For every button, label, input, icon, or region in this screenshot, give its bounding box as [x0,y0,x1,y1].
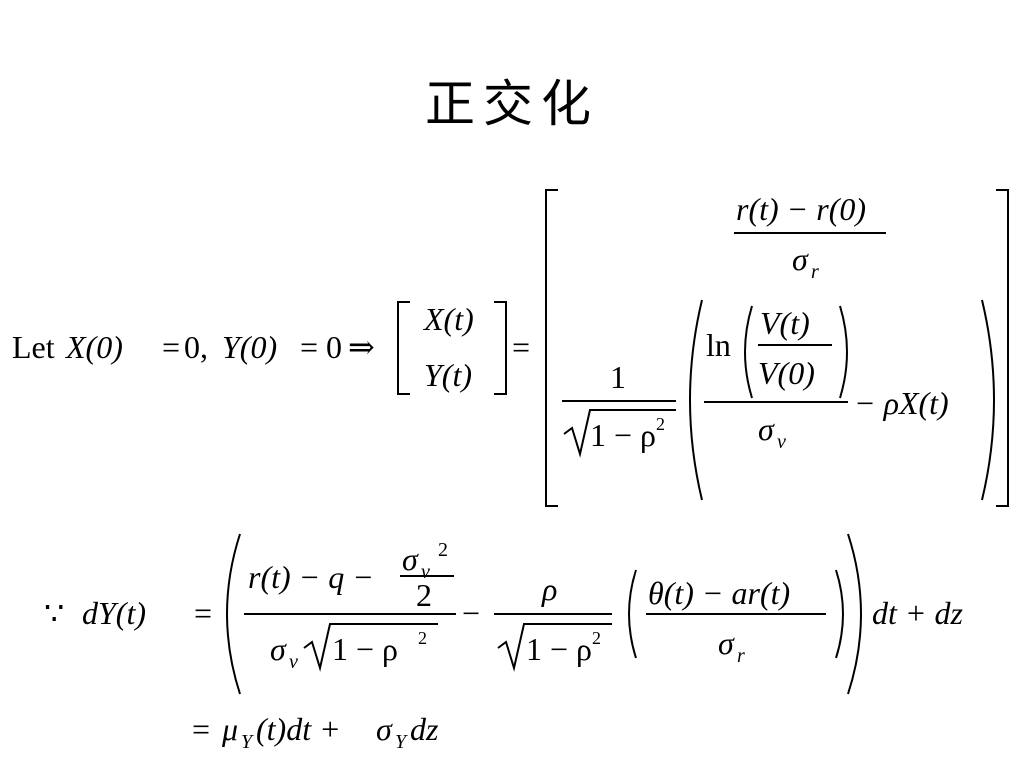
sv2-denominator: 2 [416,577,432,613]
eq2-tail: dt + dz [872,595,963,631]
eq3-equals: = [192,711,210,747]
theta-den-sub: r [737,645,745,667]
sigma-v: σ [758,411,775,447]
rho-numerator: ρ [541,571,557,607]
eq1-equals-b: = [300,329,318,365]
v-denominator: V(0) [758,355,815,391]
rho-x-term: − ρX(t) [854,385,949,421]
vector-x: X(t) [422,301,474,337]
rho-sqrt-sign [497,623,612,672]
eq3-end: dz [410,711,439,747]
dy-term: dY(t) [82,595,146,631]
eq1-equals-a: = [162,329,180,365]
vector-y: Y(t) [424,357,472,393]
rho-sqrt-exp: 2 [592,628,601,648]
sqrt-body: 1 − ρ [590,417,656,453]
because-symbol: ∵ [44,595,64,631]
num1-text: r(t) − q − [248,559,374,595]
eq3-mid: (t)dt + [256,711,341,747]
den1-sqrt-exp: 2 [418,628,427,648]
slide-title: 正交化 [425,75,599,133]
outer-right-paren [981,299,995,501]
den1-sqrt-sign [303,623,438,672]
equation-3: = μ Y (t)dt + σ Y dz [192,711,439,753]
top-numerator: r(t) − r(0) [736,191,866,227]
outer-left-paren [689,299,703,501]
den1-sigma: σ [270,631,287,667]
mu-symbol: μ [221,711,238,747]
theta-right-paren [835,569,844,659]
rho-sqrt-body: 1 − ρ [526,631,592,667]
y0-term: Y(0) [222,329,277,365]
vector-right-bracket [494,301,507,395]
sigma-v-sub: v [777,431,786,453]
top-denominator-sigma: σ [792,241,809,277]
eq2-right-paren [847,533,862,695]
eq2-minus: − [462,595,480,631]
vector-left-bracket [397,301,410,395]
v-numerator: V(t) [760,305,810,341]
ln-word: ln [706,327,731,363]
equation-1: Let X(0) = 0, Y(0) = 0 ⇒ X(t) Y(t) = r(t… [12,189,1009,507]
eq2-left-paren [226,533,241,695]
theta-left-paren [628,569,637,659]
eq2-equals: = [194,595,212,631]
sv2-sub: v [421,561,430,583]
x0-term: X(0) [64,329,123,365]
den1-sub: v [289,651,298,673]
sigma-y-sub: Y [395,731,408,753]
sv2-sigma: σ [402,541,419,577]
sigma-y: σ [376,711,393,747]
sqrt-exponent: 2 [656,414,665,434]
ln-left-paren [744,305,753,399]
equation-2: ∵ dY(t) = r(t) − q − σ v 2 2 σ v 1 − ρ 2… [44,533,963,695]
one-numerator: 1 [610,359,626,395]
top-denominator-sub: r [811,261,819,283]
matrix-left-bracket [545,189,558,507]
mu-sub: Y [241,731,254,753]
implies-arrow: ⇒ [348,329,375,365]
den1-sqrt-body: 1 − ρ [332,631,398,667]
eq1-equals-c: = [512,329,530,365]
theta-numerator: θ(t) − ar(t) [648,575,790,611]
eq1-zero-a: 0, [184,329,208,365]
ln-right-paren [839,305,848,399]
sqrt-sign [563,409,676,458]
eq1-zero-b: 0 [326,329,342,365]
sv2-exp: 2 [438,539,448,561]
let-word: Let [12,329,55,365]
matrix-right-bracket [996,189,1009,507]
theta-den-sigma: σ [718,625,735,661]
